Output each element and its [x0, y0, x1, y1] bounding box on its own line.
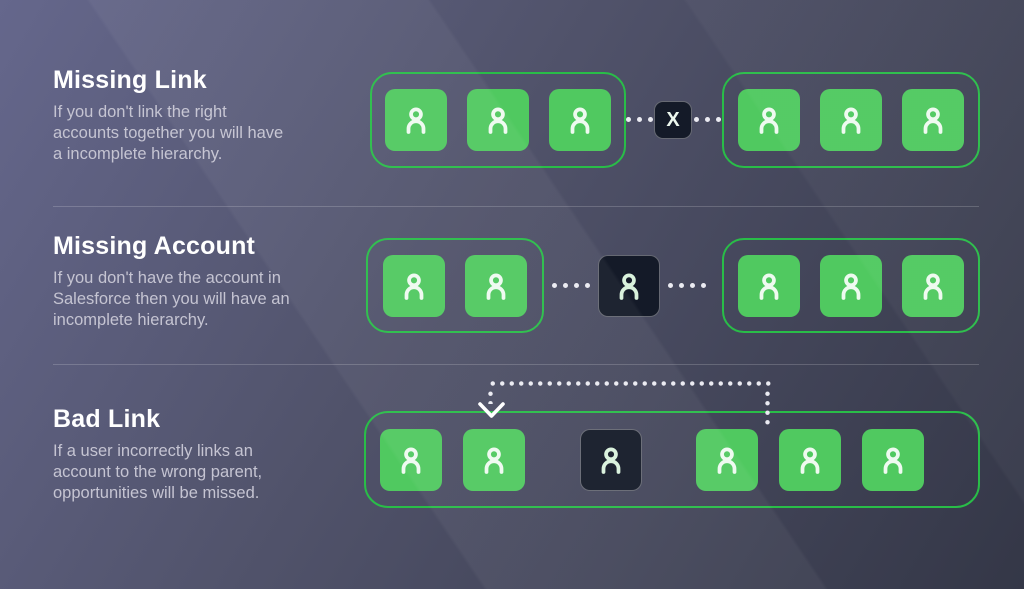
account-square: [383, 254, 445, 317]
dotted-link-left: [626, 117, 653, 122]
account-square: [820, 254, 882, 317]
user-icon: [611, 268, 647, 304]
account-square: [385, 89, 447, 151]
row-separator: [53, 364, 979, 365]
missing-account-square: [598, 255, 660, 317]
section-description: If you don't link the right accounts tog…: [53, 102, 284, 163]
bad-link-text-block: Bad Link If a user incorrectly links an …: [53, 405, 345, 504]
user-icon: [709, 442, 745, 478]
account-square: [820, 89, 882, 151]
green-accounts-right: [696, 428, 924, 491]
account-square: [465, 254, 527, 317]
user-icon: [751, 102, 787, 138]
hierarchy-group: [364, 411, 980, 508]
dot: [701, 283, 706, 288]
dot: [574, 283, 579, 288]
user-icon: [792, 442, 828, 478]
account-group-left: [366, 238, 544, 333]
account-square: [779, 428, 841, 491]
user-icon: [915, 268, 951, 304]
section-title: Missing Link: [53, 66, 207, 94]
wrong-parent-account: [580, 428, 642, 491]
account-square: [467, 89, 529, 151]
dot: [694, 117, 699, 122]
user-icon: [833, 102, 869, 138]
missing-link-text-block: Missing Link If you don't link the right…: [53, 66, 345, 165]
section-title: Bad Link: [53, 405, 161, 433]
user-icon: [478, 268, 514, 304]
broken-link-box: X: [654, 101, 692, 139]
user-icon: [875, 442, 911, 478]
dot: [648, 117, 653, 122]
user-icon: [393, 442, 429, 478]
chevron-down-icon: [477, 401, 506, 420]
account-square: [696, 428, 758, 491]
dot: [690, 283, 695, 288]
section-description: If you don't have the account in Salesfo…: [53, 268, 290, 329]
dot: [705, 117, 710, 122]
dotted-link-left: [552, 283, 590, 288]
bad-link-path-vertical-right: [765, 389, 770, 426]
user-icon: [476, 442, 512, 478]
user-icon: [751, 268, 787, 304]
missing-account-text-block: Missing Account If you don't have the ac…: [53, 232, 345, 331]
user-icon: [593, 442, 629, 478]
account-square-dark: [580, 428, 642, 491]
account-square: [549, 89, 611, 151]
user-icon: [562, 102, 598, 138]
bad-link-path-horizontal: [488, 381, 772, 386]
dot: [552, 283, 557, 288]
dotted-link-right: [668, 283, 706, 288]
user-icon: [398, 102, 434, 138]
account-square: [463, 428, 525, 491]
dotted-link-right: [694, 117, 721, 122]
account-group-right: [722, 238, 980, 333]
user-icon: [480, 102, 516, 138]
dot: [716, 117, 721, 122]
dot: [668, 283, 673, 288]
bad-link-path-vertical-left: [488, 389, 493, 404]
x-icon: X: [666, 108, 680, 131]
account-square: [862, 428, 924, 491]
account-square: [738, 89, 800, 151]
dot: [637, 117, 642, 122]
section-title: Missing Account: [53, 232, 256, 260]
user-icon: [915, 102, 951, 138]
dot: [563, 283, 568, 288]
dot: [585, 283, 590, 288]
row-separator: [53, 206, 979, 207]
section-description: If a user incorrectly links an account t…: [53, 441, 263, 502]
account-square: [738, 254, 800, 317]
user-icon: [396, 268, 432, 304]
account-group-right: [722, 72, 980, 168]
account-square: [902, 89, 964, 151]
green-accounts-left: [380, 428, 525, 491]
account-square: [380, 428, 442, 491]
dot: [679, 283, 684, 288]
account-square: [902, 254, 964, 317]
user-icon: [833, 268, 869, 304]
dot: [626, 117, 631, 122]
account-group-left: [370, 72, 626, 168]
